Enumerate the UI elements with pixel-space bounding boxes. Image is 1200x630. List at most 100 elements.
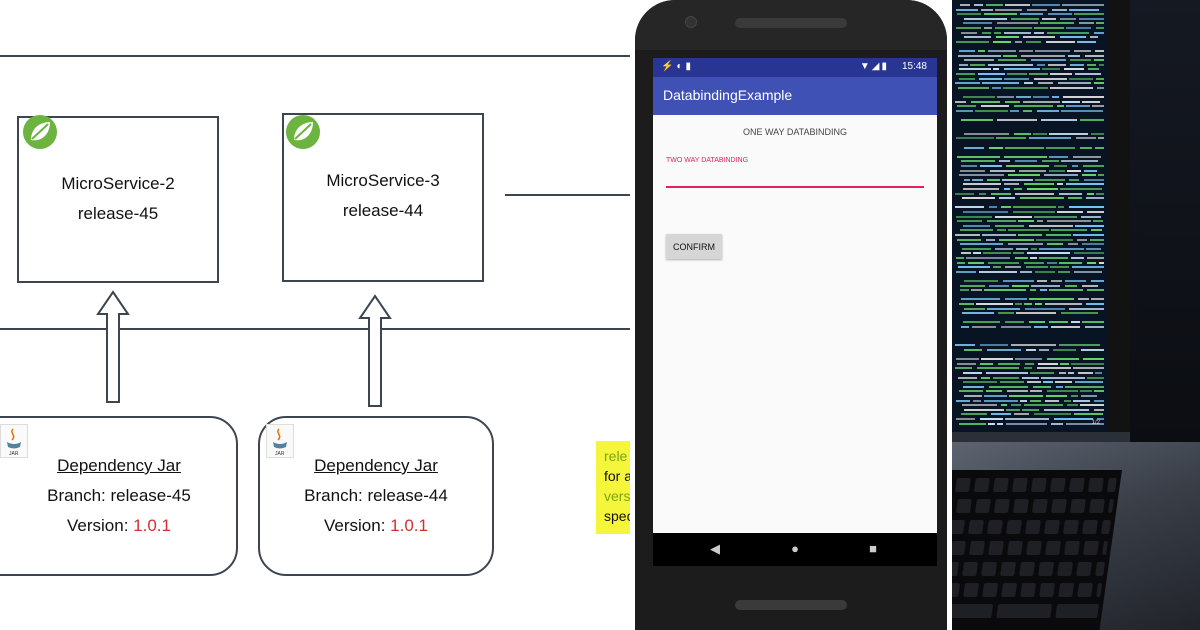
jar-branch: Branch: release-44 <box>304 486 448 505</box>
code-text-fragment <box>955 192 974 195</box>
code-text-fragment <box>986 238 995 241</box>
code-text-fragment <box>964 59 994 62</box>
code-text-fragment <box>1049 169 1065 172</box>
code-text-fragment <box>1060 17 1076 20</box>
code-text-fragment <box>1074 252 1104 255</box>
keyboard-key <box>1058 583 1075 597</box>
code-text-fragment <box>1074 270 1102 273</box>
code-text-fragment <box>1029 298 1074 301</box>
code-text-fragment <box>989 284 1009 287</box>
notification-icons: ⚡◐▮ <box>661 61 694 72</box>
code-text-fragment <box>1029 73 1048 75</box>
code-text-fragment <box>1005 266 1021 269</box>
note-line: vers <box>604 488 630 504</box>
code-text-fragment <box>1075 73 1101 75</box>
code-text-fragment <box>956 8 978 11</box>
code-text-fragment <box>1054 418 1093 420</box>
code-text-fragment <box>1066 183 1104 186</box>
code-text-fragment <box>1087 63 1096 66</box>
code-text-fragment <box>992 86 1001 89</box>
code-text-fragment <box>1027 188 1058 190</box>
code-text-fragment <box>1066 105 1090 108</box>
keyboard-key <box>1050 499 1067 513</box>
code-text-fragment <box>999 160 1010 163</box>
code-text-fragment <box>1024 404 1063 407</box>
code-text-fragment <box>993 68 999 71</box>
up-arrow-icon <box>96 290 130 403</box>
screen-bezel <box>1108 0 1130 440</box>
code-text-fragment <box>1035 178 1065 181</box>
code-text-fragment <box>1003 280 1034 282</box>
keyboard-key <box>1095 562 1106 576</box>
code-text-fragment <box>993 266 1001 269</box>
code-text-fragment <box>1057 211 1083 213</box>
keyboard-key <box>1101 520 1111 534</box>
home-icon[interactable]: ● <box>791 541 799 556</box>
code-text-fragment <box>956 257 964 259</box>
code-text-fragment <box>1047 261 1057 264</box>
code-text-fragment <box>995 27 1032 29</box>
code-text-fragment <box>1016 247 1028 250</box>
code-text-fragment <box>995 8 1022 11</box>
code-text-fragment <box>963 22 992 25</box>
back-icon[interactable]: ◀ <box>710 541 720 556</box>
code-text-fragment <box>1006 422 1047 425</box>
phone-screen: ⚡◐▮ ▼◢▮ 15:48 DatabindingExample ONE WAY… <box>653 58 937 566</box>
code-text-fragment <box>962 404 997 407</box>
confirm-button[interactable]: CONFIRM <box>666 234 722 259</box>
recents-icon[interactable]: ■ <box>869 541 877 556</box>
code-text-fragment <box>974 4 983 6</box>
code-text-fragment <box>984 289 1026 292</box>
code-text-fragment <box>1012 284 1029 287</box>
code-text-fragment <box>1040 22 1074 25</box>
code-text-fragment <box>968 261 984 264</box>
code-text-fragment <box>995 224 1024 227</box>
code-text-fragment <box>1091 132 1104 135</box>
keyboard-key <box>1001 583 1018 597</box>
code-text-fragment <box>1098 137 1104 140</box>
keyboard-key <box>1025 520 1041 534</box>
code-text-fragment <box>973 399 981 402</box>
two-way-input[interactable] <box>666 170 924 188</box>
code-text-fragment <box>1015 192 1054 195</box>
code-text-fragment <box>1005 100 1020 103</box>
code-text-fragment <box>1090 238 1104 241</box>
code-text-fragment <box>1082 174 1096 177</box>
code-text-fragment <box>1035 303 1042 305</box>
keyboard-key <box>954 478 971 492</box>
code-text-fragment <box>1015 257 1028 259</box>
code-text-fragment <box>999 197 1015 200</box>
code-text-fragment <box>956 270 976 273</box>
code-text-fragment <box>987 220 1016 223</box>
phone-frame: ⚡◐▮ ▼◢▮ 15:48 DatabindingExample ONE WAY… <box>635 0 947 630</box>
code-text-fragment <box>1029 137 1071 140</box>
code-text-fragment <box>1087 261 1096 264</box>
code-text-fragment <box>1005 146 1044 149</box>
code-text-fragment <box>1020 13 1043 16</box>
keyboard-key <box>1096 583 1103 597</box>
code-text-fragment <box>1066 422 1104 425</box>
code-text-fragment <box>959 50 975 52</box>
code-text-fragment <box>1030 289 1036 292</box>
keyboard-key <box>996 604 1053 618</box>
code-text-fragment <box>1055 381 1072 384</box>
code-text-fragment <box>1022 376 1039 379</box>
microservice-release: release-44 <box>342 201 424 220</box>
code-text-fragment <box>961 165 977 167</box>
code-text-fragment <box>971 289 982 292</box>
microservice-name: MicroService-3 <box>326 171 440 190</box>
code-text-fragment <box>1058 206 1064 209</box>
code-text-fragment <box>959 174 1004 177</box>
code-text-fragment <box>1033 96 1049 98</box>
code-text-fragment <box>964 307 985 310</box>
keyboard-key <box>969 541 986 555</box>
code-text-fragment <box>1002 178 1033 181</box>
divider-line-top <box>0 55 630 57</box>
code-text-fragment <box>995 215 1032 218</box>
code-text-fragment <box>1082 100 1100 103</box>
code-text-fragment <box>1024 261 1044 264</box>
code-text-fragment <box>1084 169 1097 172</box>
microservice-box: MicroService-3 release-44 <box>282 113 484 282</box>
code-text-fragment <box>1031 247 1037 250</box>
code-text-fragment <box>980 418 1003 420</box>
